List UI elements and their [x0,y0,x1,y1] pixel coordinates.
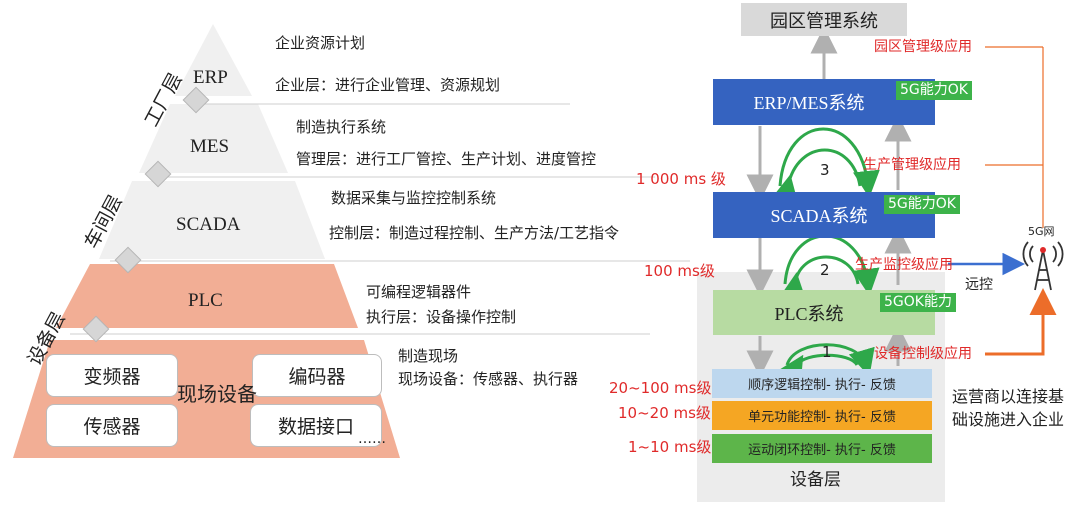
pyramid-level-mes [139,104,288,173]
level-name-plc: PLC [188,290,223,311]
scada-5g-badge: 5G能力OK [884,195,960,215]
scada-desc-title: 数据采集与监控控制系统 [331,189,497,207]
latency-1000ms: 1 000 ms 级 [636,170,726,188]
field-device-sensor: 传感器 [46,404,178,447]
control-motion-closed-loop: 运动闭环控制- 执行- 反馈 [712,434,932,463]
5g-tower-icon [1022,241,1064,291]
app-park-level: 园区管理级应用 [874,39,972,55]
loop-number-2: 2 [820,261,830,279]
mes-desc-detail: 管理层：进行工厂管控、生产计划、进度管控 [296,150,597,168]
level-name-erp: ERP [193,67,228,88]
scada-system-label: SCADA系统 [770,206,868,226]
plc-system-label: PLC系统 [774,303,844,324]
loop-number-3: 3 [820,161,830,179]
pyramid-level-plc [56,264,358,328]
operator-note-line1: 运营商以连接基 [952,387,1065,406]
erp-desc-detail: 企业层：进行企业管理、资源规划 [275,76,501,94]
scada-desc-detail: 控制层：制造过程控制、生产方法/工艺指令 [329,224,620,242]
app-production-management: 生产管理级应用 [863,157,961,173]
plc-desc-detail: 执行层：设备操作控制 [366,308,517,326]
field-devices-title: 现场设备 [177,382,257,406]
latency-100ms: 100 ms级 [644,262,715,280]
latency-1-10ms: 1~10 ms级 [628,438,712,456]
loop-number-1: 1 [822,343,832,361]
device-layer-caption: 设备层 [790,470,841,490]
erp-desc-title: 企业资源计划 [275,34,366,52]
pyramid-level-erp [175,24,252,96]
field-devices-more: …… [358,431,386,447]
erp-mes-system-label: ERP/MES系统 [753,93,865,113]
field-device-encoder: 编码器 [252,354,382,397]
level-name-scada: SCADA [176,214,241,235]
field-desc-detail: 现场设备：传感器、执行器 [398,370,579,388]
latency-10-20ms: 10~20 ms级 [618,404,711,422]
mes-desc-title: 制造执行系统 [296,118,387,136]
control-sequential-logic: 顺序逻辑控制- 执行- 反馈 [712,369,932,398]
control-unit-function: 单元功能控制- 执行- 反馈 [712,401,932,430]
app-production-monitoring: 生产监控级应用 [855,257,953,273]
park-management-system: 园区管理系统 [741,3,907,36]
remote-control-label: 远控 [965,277,993,293]
field-desc-title: 制造现场 [398,347,459,365]
5g-network-label: 5G网 [1028,225,1055,238]
erp-5g-badge: 5G能力OK [896,81,972,101]
plc-desc-title: 可编程逻辑器件 [366,283,472,301]
pyramid-level-scada [99,181,325,259]
field-device-inverter: 变频器 [46,354,178,397]
field-device-data-interface: 数据接口 [250,404,382,447]
plc-5g-badge: 5GOK能力 [880,293,956,313]
operator-note-line2: 础设施进入企业 [952,410,1065,429]
app-device-control: 设备控制级应用 [874,346,972,362]
latency-20-100ms: 20~100 ms级 [609,379,712,397]
level-name-mes: MES [190,136,230,157]
